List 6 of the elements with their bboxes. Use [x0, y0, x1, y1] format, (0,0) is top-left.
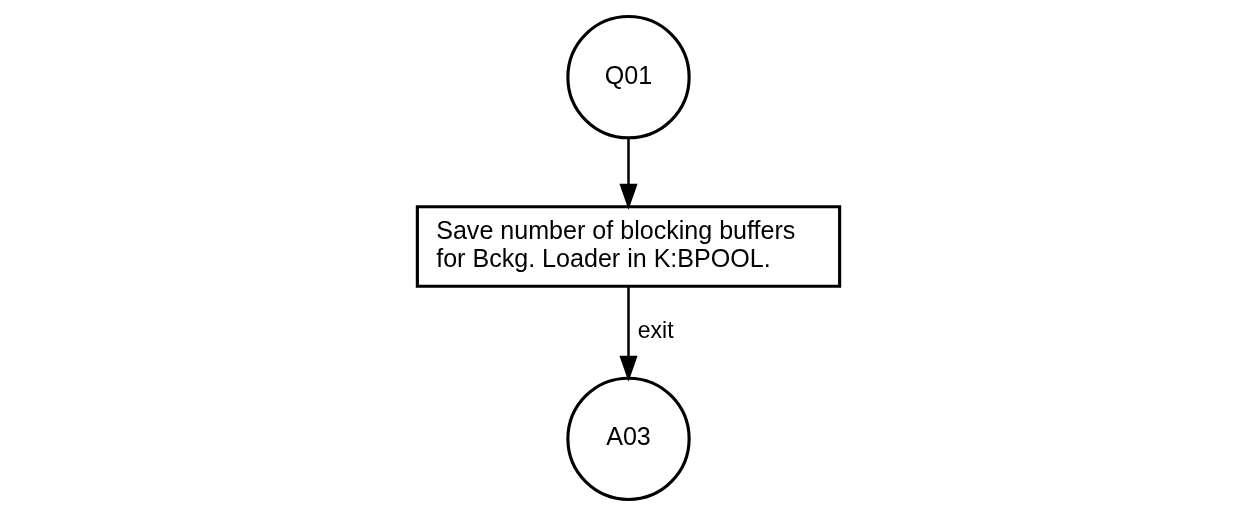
arrow: [618, 137, 638, 210]
arrow: [618, 286, 638, 382]
node-circle: A03: [565, 376, 691, 501]
node-circle: Q01: [565, 15, 691, 140]
node-box: Save number of blocking buffers for Bckg. Loader in K:BPOOL.: [415, 205, 841, 288]
edge-label: exit: [637, 317, 674, 344]
